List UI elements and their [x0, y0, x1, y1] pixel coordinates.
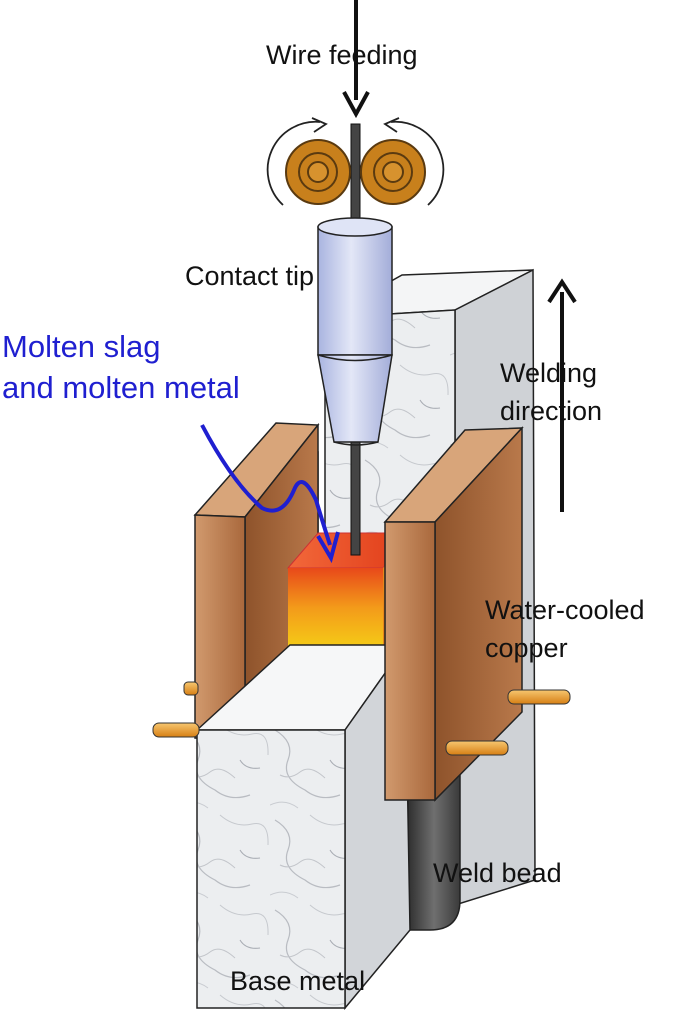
weld-bead-label: Weld bead	[433, 858, 562, 888]
wire-feed-arrow	[342, 0, 370, 119]
welding-direction-arrow	[547, 278, 577, 512]
pipe-right-lower	[445, 740, 509, 756]
right-copper-shoe	[383, 426, 524, 802]
wire-feeding-label: Wire feeding	[266, 40, 418, 70]
contact-tip-label: Contact tip	[185, 261, 315, 291]
front-base-metal-block	[195, 642, 411, 1011]
water-cooled-copper-label-line1: Water-cooled	[485, 595, 645, 625]
pipe-left-lower	[152, 722, 200, 738]
right-roller	[360, 117, 445, 206]
weld-bead-shape	[407, 769, 461, 931]
cooling-pipes	[152, 681, 571, 756]
pipe-left-upper	[183, 681, 199, 696]
water-cooled-copper-label-line2: copper	[485, 633, 568, 663]
left-roller	[266, 117, 351, 206]
contact-tip	[317, 217, 393, 446]
molten-slag-label-line2: and molten metal	[2, 370, 240, 405]
base-metal-label: Base metal	[230, 966, 366, 996]
pipe-right-upper	[507, 689, 571, 705]
molten-slag-label-line1: Molten slag	[2, 329, 161, 364]
feed-rollers	[266, 117, 445, 206]
welding-direction-label-line1: Welding	[500, 358, 598, 388]
welding-direction-label-line2: direction	[500, 396, 603, 426]
molten-callout-arrow	[200, 424, 340, 564]
